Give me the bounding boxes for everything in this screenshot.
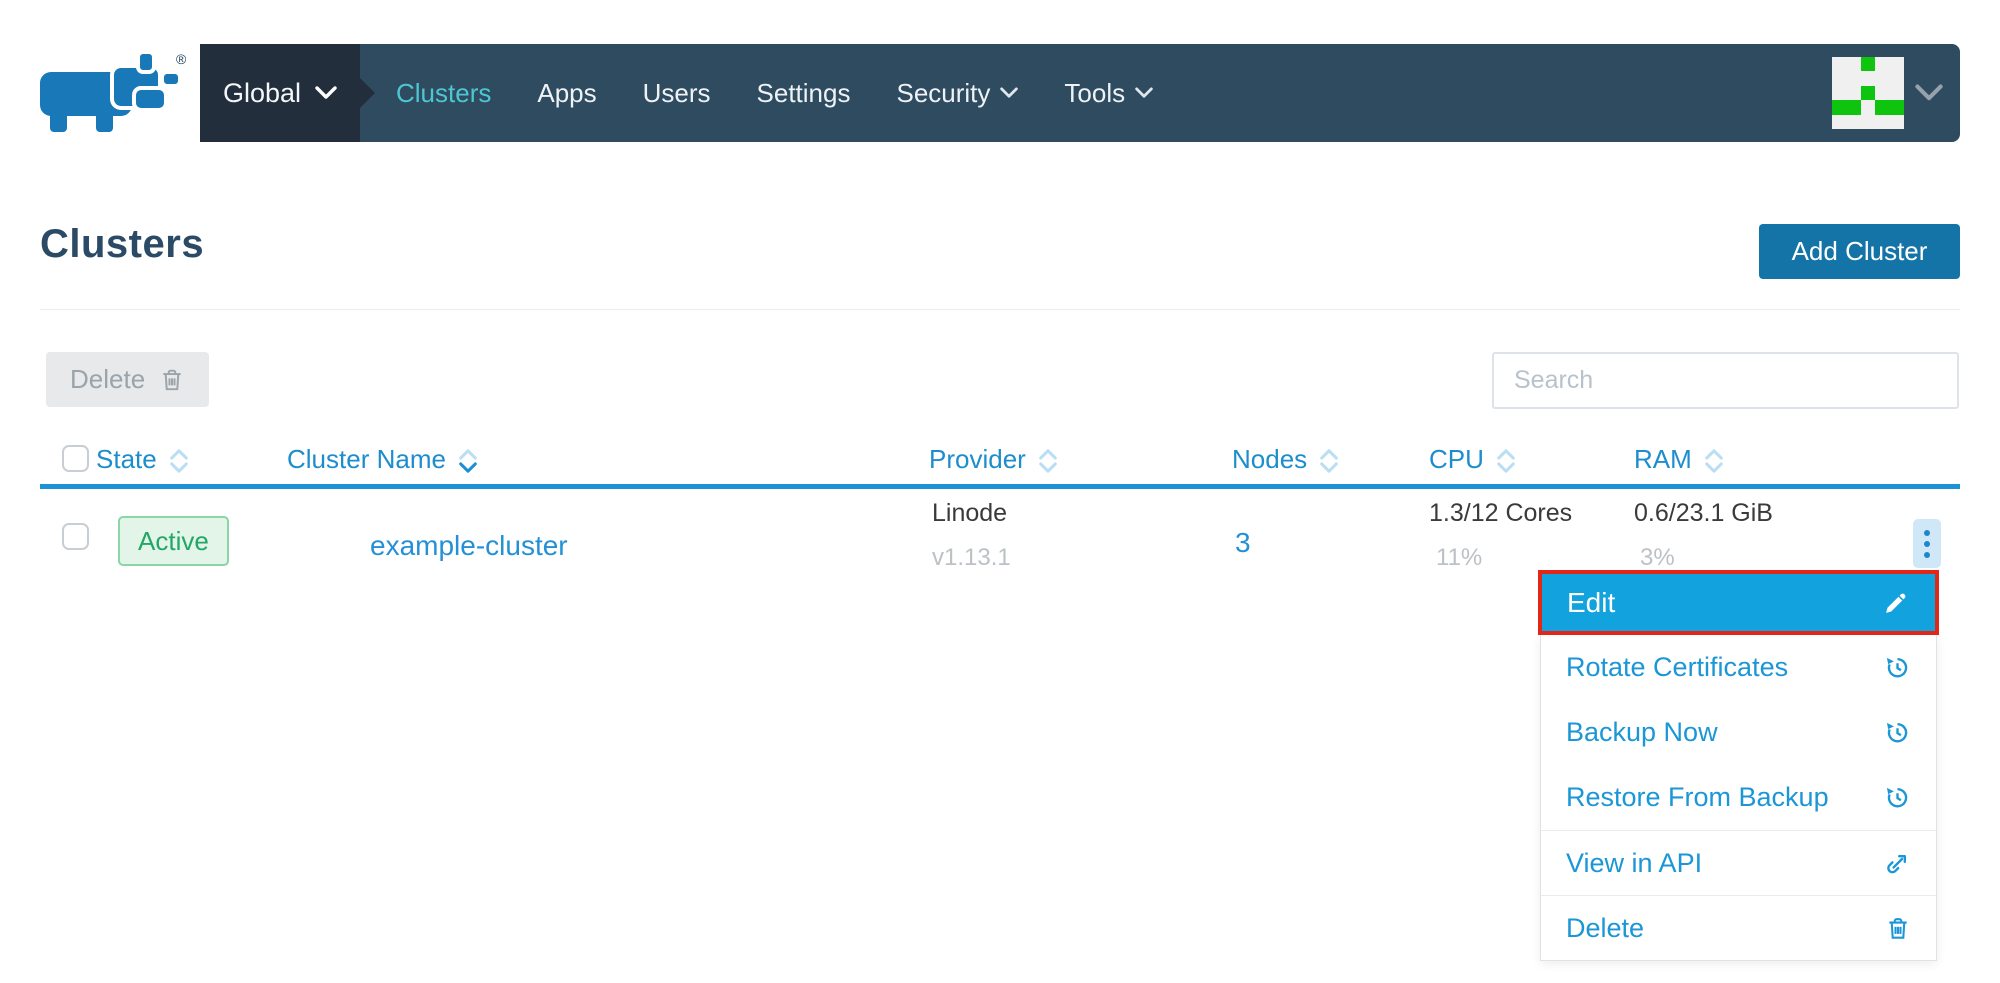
delete-button-label: Delete <box>70 364 146 394</box>
nav-item-security[interactable]: Security <box>896 77 1019 109</box>
menu-item-view-in-api[interactable]: View in API <box>1541 830 1936 895</box>
chevron-down-icon[interactable] <box>1914 84 1944 102</box>
menu-item-label: View in API <box>1566 847 1703 878</box>
row-actions-menu-body: Rotate Certificates Backup Now Restore F… <box>1540 635 1937 961</box>
provider-version: v1.13.1 <box>932 544 1011 571</box>
add-cluster-button[interactable]: Add Cluster <box>1759 224 1960 279</box>
trash-icon <box>163 369 181 390</box>
environment-selector[interactable]: Global <box>200 44 360 142</box>
page-title: Clusters <box>40 222 205 266</box>
nav-item-security-label: Security <box>896 77 991 108</box>
registered-trademark: ® <box>176 51 187 67</box>
row-checkbox[interactable] <box>62 523 89 550</box>
nav-item-users[interactable]: Users <box>642 77 711 108</box>
menu-item-label: Edit <box>1567 586 1616 618</box>
trash-icon <box>1889 917 1907 939</box>
cluster-name-link[interactable]: example-cluster <box>370 530 568 561</box>
nav-item-apps[interactable]: Apps <box>537 77 597 108</box>
column-label: Provider <box>929 444 1026 474</box>
table-header-rule <box>40 484 1960 489</box>
external-link-icon <box>1887 854 1906 873</box>
sort-arrows-icon <box>1319 448 1339 474</box>
nodes-count-link[interactable]: 3 <box>1235 527 1251 558</box>
menu-item-rotate-certificates[interactable]: Rotate Certificates <box>1541 635 1936 700</box>
chevron-down-icon <box>315 86 337 99</box>
chevron-down-icon <box>1135 87 1153 98</box>
column-header-nodes[interactable]: Nodes <box>1232 444 1339 475</box>
history-icon <box>1886 787 1908 808</box>
ram-percent: 3% <box>1640 544 1675 571</box>
status-badge: Active <box>118 516 229 566</box>
rancher-logo[interactable]: ® <box>38 50 188 136</box>
history-icon <box>1886 657 1908 678</box>
column-label: Nodes <box>1232 444 1308 474</box>
cpu-cell: 1.3/12 Cores <box>1429 499 1573 527</box>
search-input[interactable] <box>1492 352 1959 409</box>
sort-arrows-icon <box>1038 448 1058 474</box>
rancher-bull-icon: ® <box>40 50 187 132</box>
nav-item-settings[interactable]: Settings <box>756 77 851 108</box>
avatar[interactable] <box>1832 57 1904 129</box>
row-actions-menu: Edit Rotate Certificates Backup Now Rest… <box>1538 570 1939 961</box>
menu-item-label: Rotate Certificates <box>1566 652 1789 682</box>
column-header-cpu[interactable]: CPU <box>1429 444 1516 475</box>
menu-item-label: Backup Now <box>1566 717 1718 747</box>
select-all-checkbox[interactable] <box>62 445 89 472</box>
column-header-ram[interactable]: RAM <box>1634 444 1724 475</box>
menu-item-label: Delete <box>1566 912 1645 943</box>
nav-item-tools[interactable]: Tools <box>1064 78 1153 109</box>
delete-button[interactable]: Delete <box>46 352 210 407</box>
column-header-state[interactable]: State <box>96 444 189 475</box>
pencil-icon <box>1886 593 1906 613</box>
menu-item-restore-from-backup[interactable]: Restore From Backup <box>1541 765 1936 830</box>
row-actions-kebab-button[interactable] <box>1913 519 1941 568</box>
menu-item-backup-now[interactable]: Backup Now <box>1541 700 1936 765</box>
sort-arrows-icon <box>1704 448 1724 474</box>
menu-item-delete[interactable]: Delete <box>1541 895 1936 960</box>
menu-item-edit[interactable]: Edit <box>1538 570 1939 635</box>
provider-cell: Linode <box>932 499 1008 527</box>
header-divider <box>40 309 1960 310</box>
sort-arrows-icon <box>1496 448 1516 474</box>
column-header-cluster-name[interactable]: Cluster Name <box>287 444 478 475</box>
column-header-provider[interactable]: Provider <box>929 444 1058 475</box>
history-icon <box>1886 722 1908 743</box>
sort-arrows-icon <box>169 448 189 474</box>
user-menu[interactable] <box>1832 57 1944 129</box>
sort-arrows-icon-desc <box>458 448 478 474</box>
cpu-percent: 11% <box>1436 544 1483 571</box>
environment-label: Global <box>222 77 302 108</box>
column-label: CPU <box>1429 444 1484 474</box>
chevron-down-icon <box>1000 87 1019 98</box>
column-label: State <box>96 444 157 474</box>
ram-cell: 0.6/23.1 GiB <box>1634 499 1773 527</box>
menu-item-label: Restore From Backup <box>1566 782 1829 812</box>
column-label: RAM <box>1634 444 1692 474</box>
column-label: Cluster Name <box>287 444 446 474</box>
top-navbar: Global Clusters Apps Users Settings Secu… <box>200 44 1960 142</box>
nav-items: Clusters Apps Users Settings Security To… <box>396 78 1153 109</box>
nav-item-tools-label: Tools <box>1064 77 1126 108</box>
nav-item-clusters[interactable]: Clusters <box>396 77 492 108</box>
